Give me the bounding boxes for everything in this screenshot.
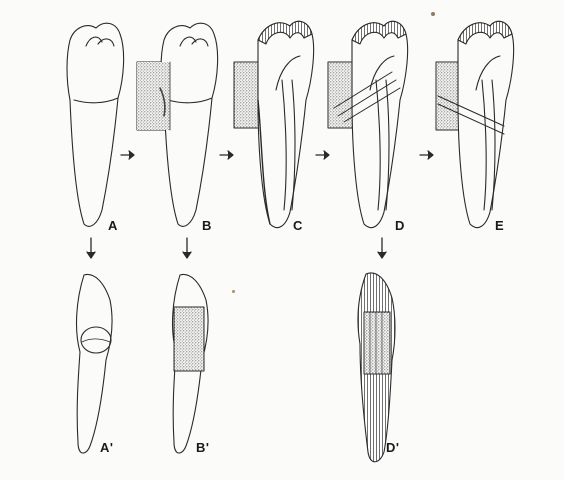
label-d: D [395, 218, 405, 233]
label-e: E [495, 218, 504, 233]
label-d-prime: D' [386, 440, 399, 455]
label-b: B [202, 218, 212, 233]
paper-spot [431, 12, 435, 16]
tooth-a-prime [77, 274, 113, 453]
tooth-b [137, 23, 218, 226]
label-a: A [108, 218, 118, 233]
label-b-prime: B' [196, 440, 209, 455]
tooth-c [234, 21, 314, 227]
tooth-d [328, 21, 408, 227]
tooth-a [67, 23, 124, 226]
tooth-b-prime [173, 274, 209, 453]
label-a-prime: A' [100, 440, 113, 455]
paper-spot [232, 290, 235, 293]
tooth-d-prime [358, 273, 395, 462]
tooth-e [436, 21, 514, 227]
vertical-arrows [87, 238, 386, 258]
label-c: C [293, 218, 303, 233]
